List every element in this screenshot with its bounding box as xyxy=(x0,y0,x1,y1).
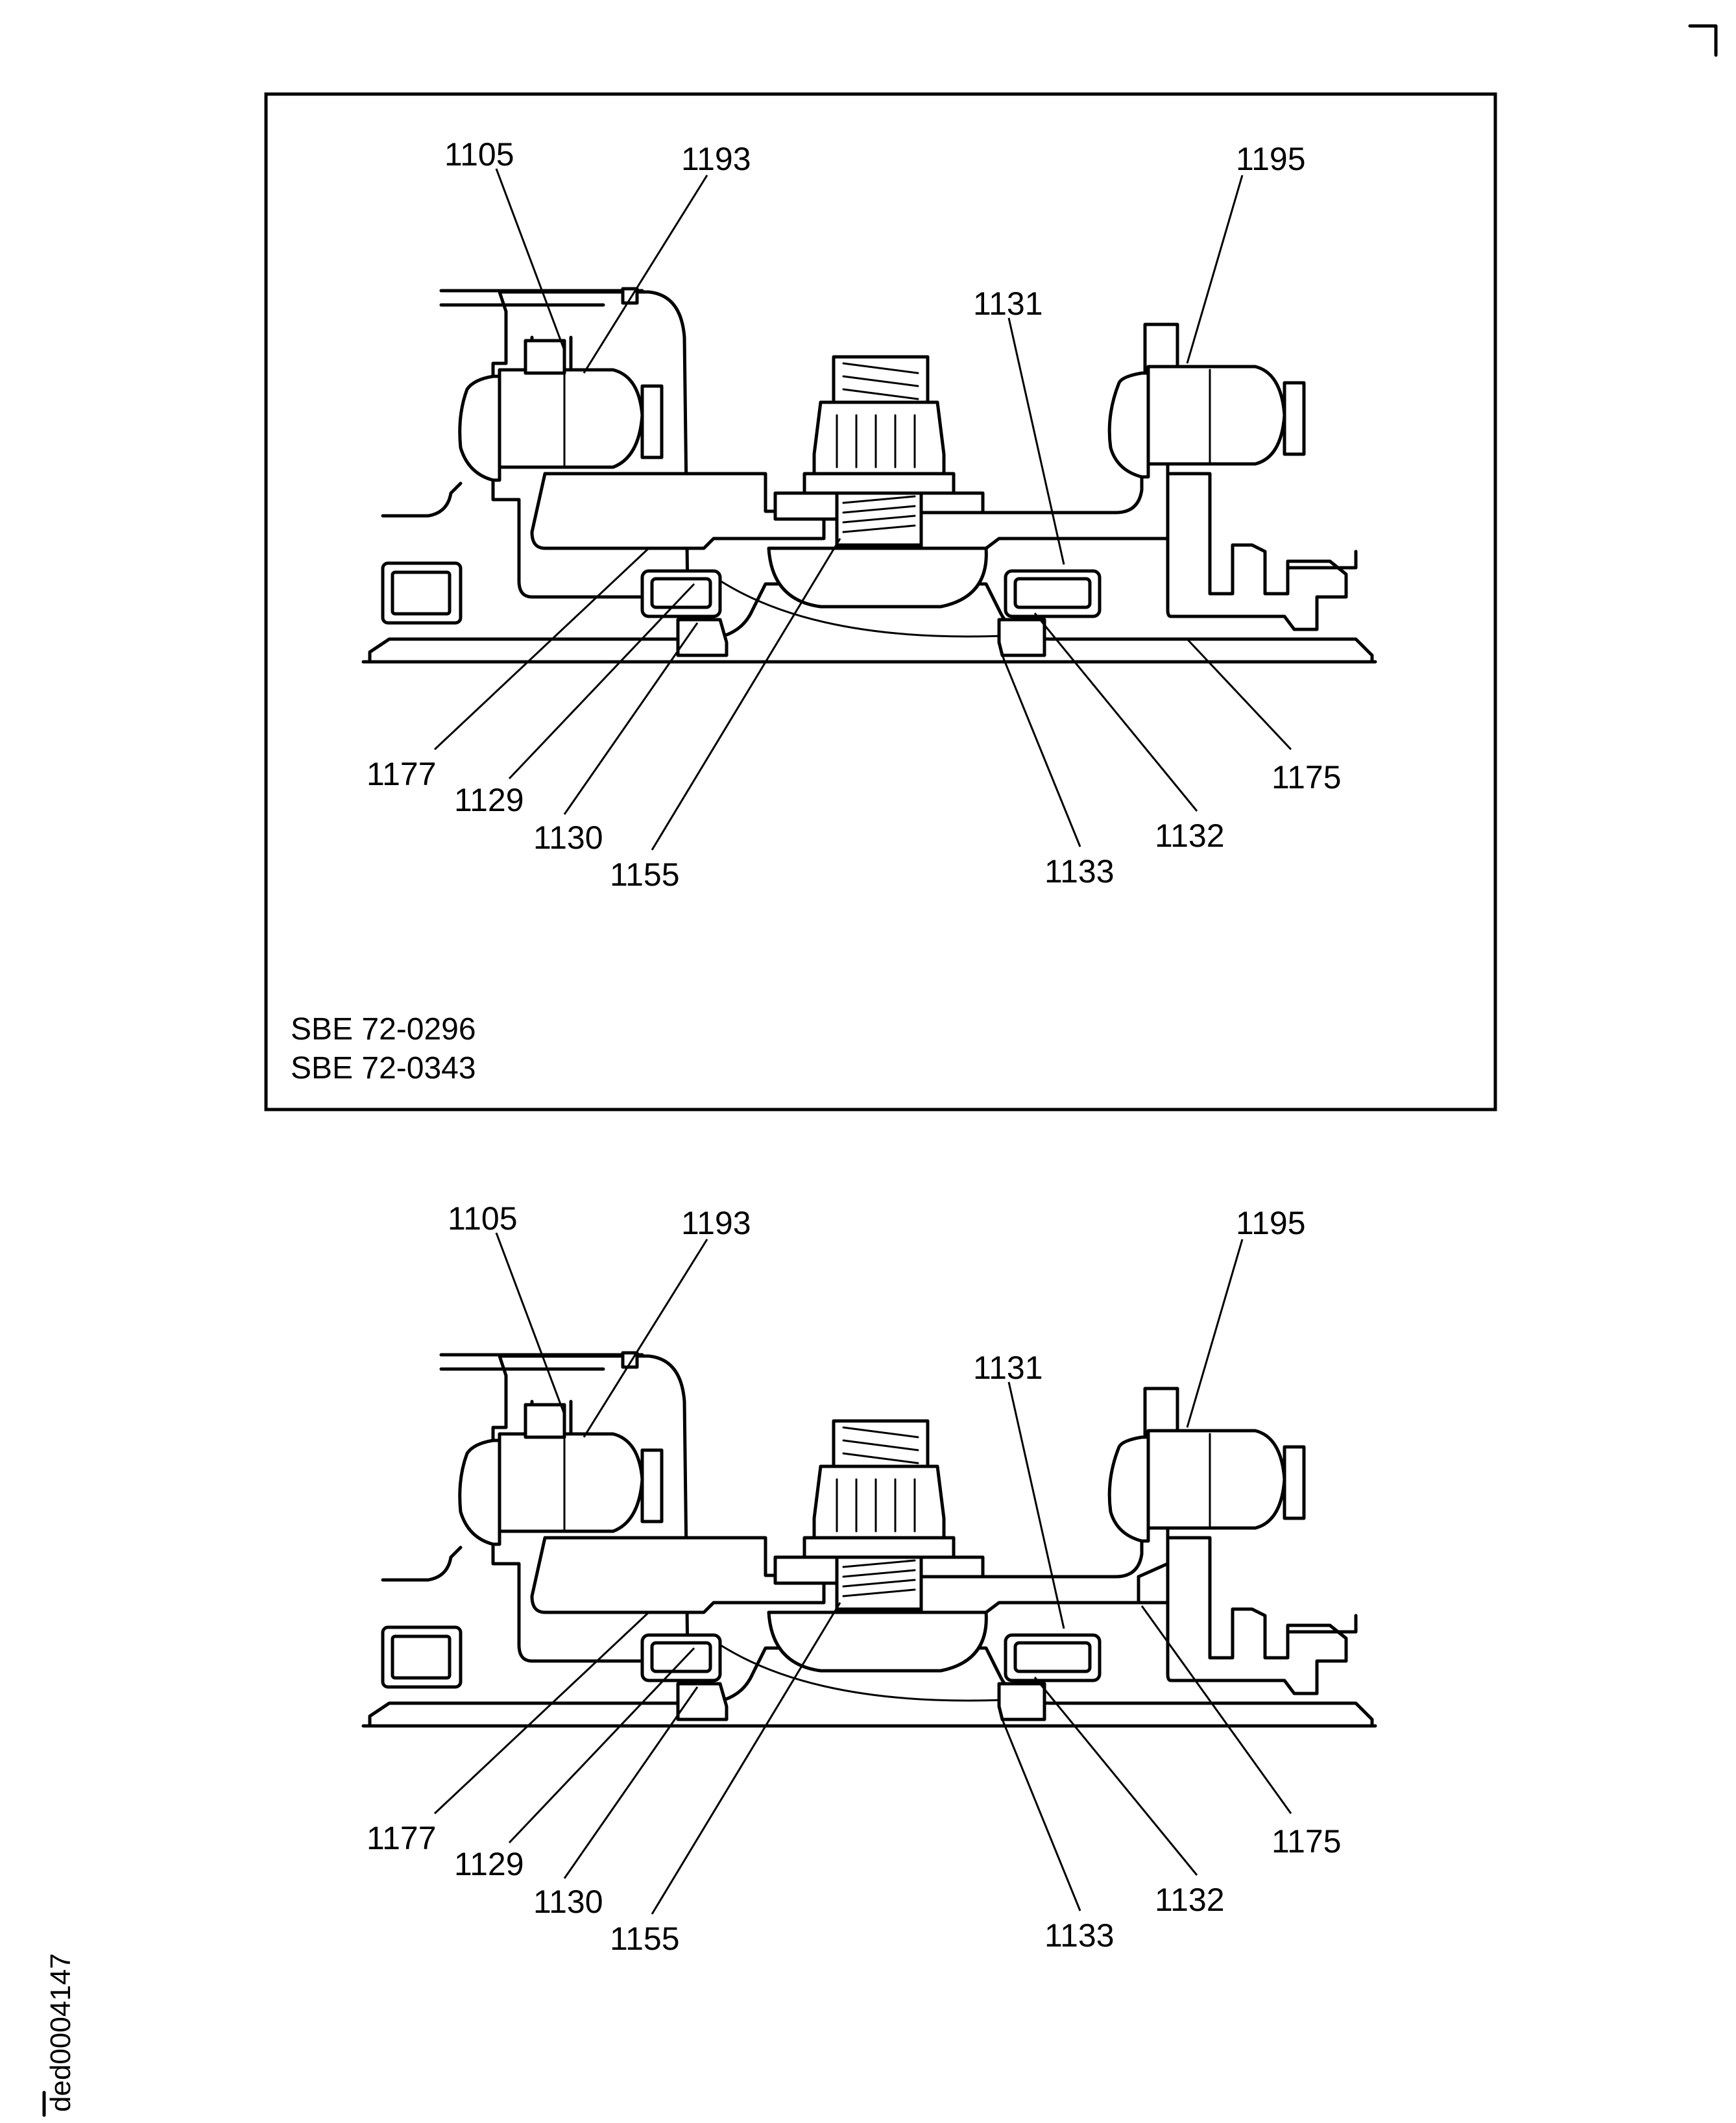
upper-callout-1130: 1130 xyxy=(533,819,603,856)
lower-callout-1131: 1131 xyxy=(973,1350,1043,1386)
upper-view-frame xyxy=(264,92,1497,1111)
upper-reference-2: SBE 72-0343 xyxy=(291,1051,476,1086)
lower-callout-1195: 1195 xyxy=(1236,1205,1306,1241)
lower-callout-1177: 1177 xyxy=(367,1820,437,1856)
lower-view: 1105 1193 1195 1131 1177 1129 1130 1155 … xyxy=(363,1200,1375,1957)
upper-view: 1105 1193 1195 1131 1177 1129 1130 1155 … xyxy=(264,92,1497,1111)
lower-callout-1155: 1155 xyxy=(610,1921,680,1957)
upper-callout-1132: 1132 xyxy=(1155,818,1225,854)
upper-callout-1175: 1175 xyxy=(1272,759,1342,795)
lower-callout-1175: 1175 xyxy=(1272,1823,1342,1860)
upper-callout-1133: 1133 xyxy=(1044,853,1115,890)
upper-callout-1129: 1129 xyxy=(454,782,524,818)
figure-id: ded0004147 xyxy=(45,1953,77,2112)
upper-reference-1: SBE 72-0296 xyxy=(291,1012,476,1047)
lower-callout-1193: 1193 xyxy=(681,1205,751,1241)
upper-callout-1105: 1105 xyxy=(444,136,514,173)
lower-callout-1130: 1130 xyxy=(533,1884,603,1920)
upper-callout-1131: 1131 xyxy=(973,285,1043,322)
upper-callout-1195: 1195 xyxy=(1236,141,1306,177)
lower-callout-1129: 1129 xyxy=(454,1846,524,1882)
lower-callout-1132: 1132 xyxy=(1155,1882,1225,1918)
upper-leader-lines xyxy=(433,168,1292,851)
lower-assembly-drawing xyxy=(363,1353,1375,1726)
lower-callout-1105: 1105 xyxy=(448,1200,518,1237)
top-right-crop-mark xyxy=(1688,24,1718,57)
upper-callout-1177: 1177 xyxy=(367,756,437,792)
lower-leader-lines xyxy=(433,1232,1292,1915)
upper-callout-1193: 1193 xyxy=(681,141,751,177)
upper-callout-1155: 1155 xyxy=(610,856,680,893)
upper-assembly-drawing xyxy=(363,289,1375,662)
lower-callout-1133: 1133 xyxy=(1044,1917,1115,1954)
